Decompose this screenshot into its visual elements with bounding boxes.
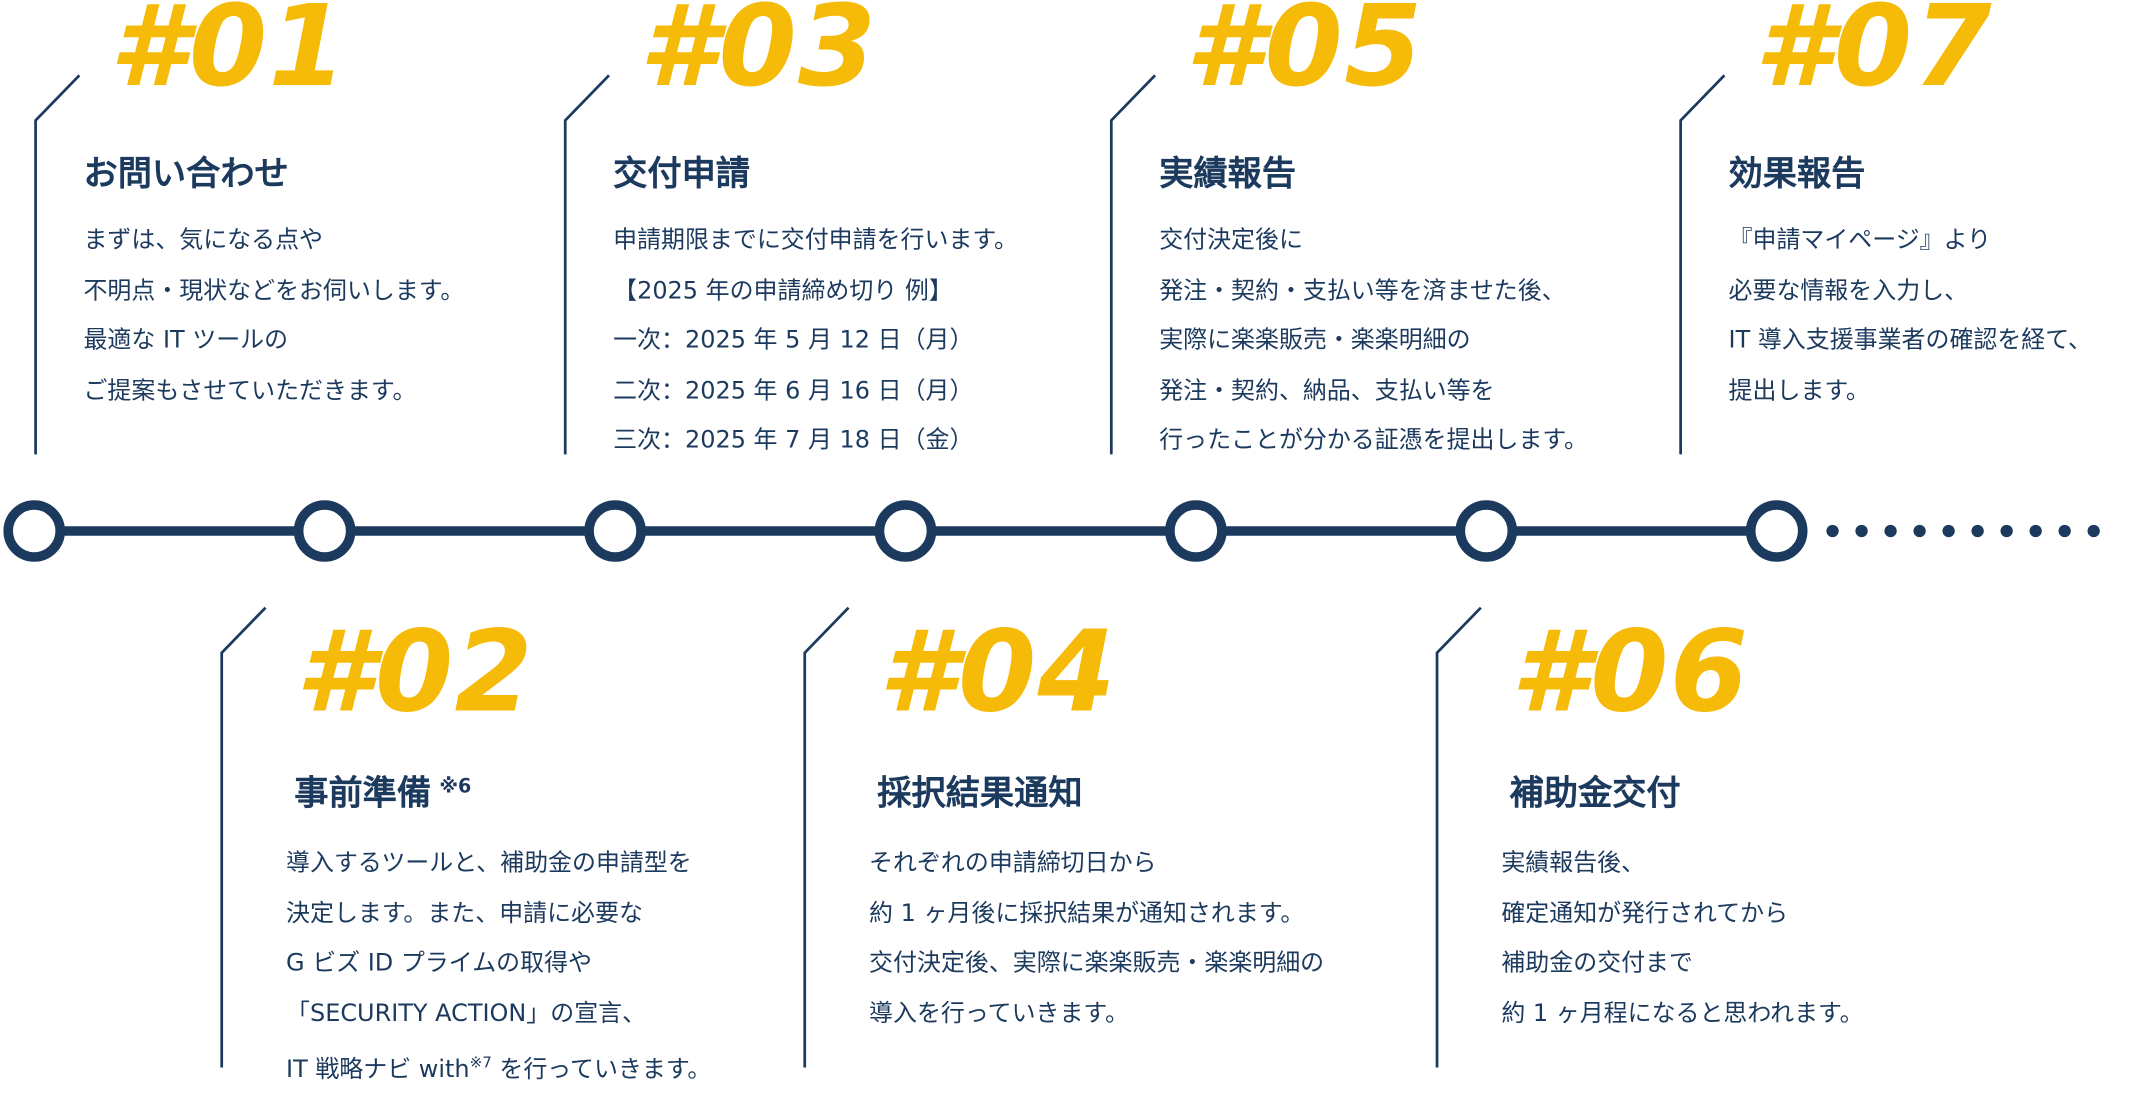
step-02-last-line-before: IT 戦略ナビ with <box>286 1056 470 1085</box>
step-06-line: 実績報告後、 <box>1501 849 1646 878</box>
step-06-line: 確定通知が発行されてから <box>1501 899 1789 928</box>
step-04-line: 交付決定後、実際に楽楽販売・楽楽明細の <box>869 950 1325 978</box>
timeline-node <box>1165 500 1227 562</box>
timeline-dot <box>1826 524 1839 538</box>
step-07-description: 『申請マイページ』より 必要な情報を入力し、 IT 導入支援事業者の確認を経て、… <box>1729 216 2092 416</box>
step-03-line: 一次：2025 年 5 月 12 日（月） <box>613 327 974 355</box>
timeline-node <box>874 500 937 562</box>
timeline-node <box>293 500 356 562</box>
step-03-description: 申請期限までに交付申請を行います。 【2025 年の申請締め切り 例】 一次：2… <box>613 216 1018 466</box>
step-04-description: それぞれの申請締切日から 約 1 ヶ月後に採択結果が通知されます。 交付決定後、… <box>869 839 1324 1039</box>
step-05: #05 実績報告 交付決定後に 発注・契約・支払い等を済ませた後、 実際に楽楽販… <box>1109 0 1685 455</box>
step-05-bracket <box>1109 74 1157 455</box>
step-06: #06 補助金交付 実績報告後、 確定通知が発行されてから 補助金の交付まで 約… <box>1435 606 2011 1068</box>
step-06-title: 補助金交付 <box>1509 773 1681 813</box>
step-07-line: IT 導入支援事業者の確認を経て、 <box>1728 327 2092 355</box>
step-01-description: まずは、気になる点や 不明点・現状などをお伺いします。 最適な IT ツールの … <box>83 216 464 416</box>
step-04-bracket <box>803 606 850 1068</box>
step-07-line: 必要な情報を入力し、 <box>1728 277 1969 305</box>
timeline-dot <box>1884 524 1897 538</box>
step-03-line: 申請期限までに交付申請を行います。 <box>613 227 1018 255</box>
step-04-line: 約 1 ヶ月後に採択結果が通知されます。 <box>869 899 1305 928</box>
step-07-bracket <box>1679 74 1726 455</box>
timeline-trailing-dots <box>1826 524 2100 538</box>
step-04-line: 導入を行っていきます。 <box>869 1000 1129 1028</box>
step-02-title-note: ※6 <box>439 775 472 798</box>
step-07-line: 提出します。 <box>1728 377 1870 405</box>
step-01-line: ご提案もさせていただきます。 <box>83 377 417 405</box>
step-03-number: #03 <box>639 0 878 113</box>
timeline-dot <box>2058 524 2071 538</box>
step-05-line: 行ったことが分かる証憑を提出します。 <box>1159 427 1588 455</box>
step-01-title: お問い合わせ <box>83 153 289 193</box>
step-05-number: #05 <box>1185 0 1424 113</box>
step-02-bracket <box>220 606 267 1068</box>
step-05-line: 実際に楽楽販売・楽楽明細の <box>1159 327 1471 355</box>
step-06-bracket <box>1435 606 1482 1068</box>
timeline-node <box>1745 500 1808 562</box>
timeline <box>3 500 2100 562</box>
timeline-nodes <box>3 500 1808 562</box>
step-07-title: 効果報告 <box>1728 153 1866 193</box>
step-02-last-line-note: ※7 <box>469 1054 492 1073</box>
step-02-last-line-after: を行っていきます。 <box>491 1056 712 1085</box>
step-02-title-text: 事前準備 <box>294 773 432 813</box>
step-06-description: 実績報告後、 確定通知が発行されてから 補助金の交付まで 約 1 ヶ月程になると… <box>1501 839 1863 1039</box>
step-02-number: #02 <box>295 607 534 738</box>
step-03-line: 【2025 年の申請締め切り 例】 <box>613 277 953 305</box>
step-01-bracket <box>34 74 81 455</box>
step-02-title: 事前準備 ※6 <box>294 776 471 810</box>
step-04-number: #04 <box>878 607 1118 738</box>
timeline-node <box>584 500 646 562</box>
step-06-line: 補助金の交付まで <box>1501 950 1693 978</box>
step-06-number: #06 <box>1510 607 1750 738</box>
step-05-line: 発注・契約・支払い等を済ませた後、 <box>1159 277 1566 305</box>
step-01-line: まずは、気になる点や <box>83 227 323 255</box>
step-05-line: 発注・契約、納品、支払い等を <box>1159 377 1495 405</box>
step-01: #01 お問い合わせ まずは、気になる点や 不明点・現状などをお伺いします。 最… <box>34 0 609 455</box>
timeline-node <box>1455 500 1518 562</box>
step-07-line: 『申請マイページ』より <box>1728 227 1992 255</box>
timeline-dot <box>1913 524 1926 538</box>
step-03-line: 二次：2025 年 6 月 16 日（月） <box>613 377 974 405</box>
timeline-node <box>3 500 66 562</box>
step-02-line: 導入するツールと、補助金の申請型を <box>286 849 692 878</box>
step-01-number: #01 <box>109 0 348 113</box>
step-03-title: 交付申請 <box>613 153 751 193</box>
timeline-dot <box>1855 524 1868 538</box>
step-05-description: 交付決定後に 発注・契約・支払い等を済ませた後、 実際に楽楽販売・楽楽明細の 発… <box>1159 216 1588 466</box>
step-01-line: 最適な IT ツールの <box>83 327 289 355</box>
step-05-title: 実績報告 <box>1159 153 1297 193</box>
step-03: #03 交付申請 申請期限までに交付申請を行います。 【2025 年の申請締め切… <box>563 0 1139 455</box>
step-02-line: G ビズ ID プライムの取得や <box>286 950 592 978</box>
step-06-line: 約 1 ヶ月程になると思われます。 <box>1501 1000 1864 1028</box>
step-01-line: 不明点・現状などをお伺いします。 <box>83 277 465 305</box>
timeline-dot <box>1942 524 1955 538</box>
step-05-line: 交付決定後に <box>1159 227 1303 255</box>
timeline-dot <box>1971 524 1984 538</box>
timeline-dot <box>2029 524 2042 538</box>
timeline-dot <box>2087 524 2100 538</box>
step-04-line: それぞれの申請締切日から <box>869 849 1157 878</box>
step-02: #02 事前準備 ※6 導入するツールと、補助金の申請型を 決定します。また、申請… <box>220 606 795 1084</box>
step-02-line: IT 戦略ナビ with※7 を行っていきます。 <box>286 1039 711 1089</box>
step-02-description: 導入するツールと、補助金の申請型を 決定します。また、申請に必要な G ビズ I… <box>286 839 711 1089</box>
step-07-number: #07 <box>1754 0 1993 113</box>
step-04: #04 採択結果通知 それぞれの申請締切日から 約 1 ヶ月後に採択結果が通知さ… <box>803 606 1378 1068</box>
step-03-bracket <box>563 74 611 455</box>
step-04-title: 採択結果通知 <box>877 773 1083 813</box>
step-03-line: 三次：2025 年 7 月 18 日（金） <box>613 427 974 455</box>
step-02-line: 決定します。また、申請に必要な <box>286 899 643 928</box>
timeline-dot <box>2000 524 2013 538</box>
step-07: #07 効果報告 『申請マイページ』より 必要な情報を入力し、 IT 導入支援事… <box>1679 0 2144 455</box>
step-02-line: 「SECURITY ACTION」の宣言、 <box>286 1000 647 1028</box>
